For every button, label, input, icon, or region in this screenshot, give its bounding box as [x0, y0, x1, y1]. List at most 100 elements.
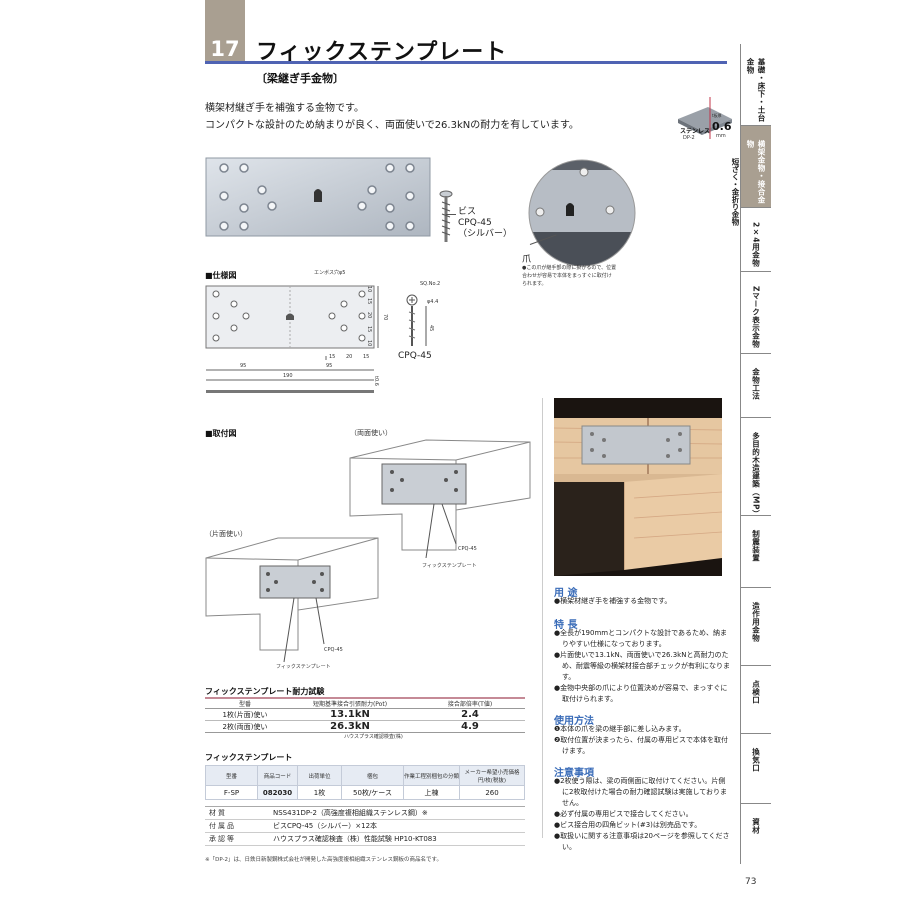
one-plate-label: フィックステンプレート	[276, 664, 331, 670]
method-heading: 使用方法	[554, 716, 594, 727]
installed-photo	[554, 398, 722, 576]
strength-table-title: フィックステンプレート耐力試験	[205, 687, 325, 696]
tab-inspection[interactable]: 点検口	[741, 666, 771, 734]
both-screw-label: CPQ-45	[458, 546, 477, 552]
screw-leader-line	[446, 214, 456, 215]
table-row: 1枚(片面)使い 13.1kN 2.4	[205, 708, 525, 721]
one-side-label: （片面使い）	[205, 530, 247, 538]
intro-line-1: 横架材継ぎ手を補強する金物です。	[205, 103, 364, 114]
page-number: 73	[745, 877, 757, 887]
claw-note: ●この爪が継手部の際に掛かるので、位置 合わせが容易で本体をまっすぐに取付け ら…	[522, 265, 617, 287]
one-screw-label: CPQ-45	[324, 647, 343, 653]
spec-drawing	[205, 285, 379, 393]
page-subtitle: 〔梁継ぎ手金物〕	[256, 72, 344, 85]
spec-row-accessory: 付属品 ビスCPQ-45（シルバー）×12本	[205, 820, 525, 833]
list-item: ●全長が190mmとコンパクトな設計であるため、納まりやすい仕様になっております…	[554, 629, 728, 648]
badge-grade: DP-2	[683, 135, 695, 141]
tab-beam-joint[interactable]: 横架金物・接合金物	[741, 126, 771, 208]
list-item: ●金物中央部の爪により位置決めが容易で、まっすぐに取付けられます。	[554, 684, 728, 703]
tab-fixture[interactable]: 造作用金物	[741, 588, 771, 666]
dim-v1: 10	[366, 286, 372, 293]
claw-label: 爪	[522, 255, 532, 265]
category-tabs: 基礎・床下・土台金物 横架金物・接合金物 2×4用金物 Zマーク表示金物 金物工…	[740, 44, 771, 864]
method-list: ❶本体の爪を梁の継手部に差し込みます。 ❷取付位置が決まったら、付属の専用ビスで…	[554, 724, 730, 757]
list-item: ●2枚使う際は、梁の両側面に取付けてください。片側に2枚取付けた場合の耐力確認試…	[554, 777, 728, 807]
dim-b: 20	[346, 354, 353, 360]
features-list: ●全長が190mmとコンパクトな設計であるため、納まりやすい仕様になっております…	[554, 628, 730, 705]
strength-header-ratio: 接合部倍率(T値)	[415, 698, 525, 709]
strength-table: 型番 短期基準接合引張耐力(Pot) 接合部倍率(T値) 1枚(片面)使い 13…	[205, 697, 525, 733]
table-row: F-SP 082030 1枚 50枚/ケース 上棟 260	[205, 785, 525, 800]
strength-header-force: 短期基準接合引張耐力(Pot)	[285, 698, 415, 709]
table-row: 2枚(両面)使い 26.3kN 4.9	[205, 721, 525, 733]
list-item: ●ビス接合用の四角ビット(#3)は別売品です。	[554, 821, 702, 829]
spec-list: 材質 NSS431DP-2（高強度複相組織ステンレス鋼）※ 付属品 ビスCPQ-…	[205, 806, 525, 846]
features-heading: 特 長	[554, 620, 578, 631]
screw-callout: ビス CPQ-45 （シルバー）	[458, 207, 513, 239]
badge-unit: mm	[716, 133, 726, 139]
list-item: ❷取付位置が決まったら、付属の専用ビスで本体を取付けます。	[554, 736, 728, 755]
dim-half-right: 95	[326, 363, 333, 369]
dim-v4: 15	[366, 326, 372, 333]
tab-foundation[interactable]: 基礎・床下・土台金物	[741, 44, 771, 126]
both-sides-label: （両面使い）	[350, 429, 392, 437]
one-side-drawing	[205, 537, 379, 663]
list-item: ●取扱いに関する注意事項は20ページを参照してください。	[554, 832, 730, 851]
install-drawing-label: ■取付図	[205, 429, 237, 438]
badge-caption: t板厚	[712, 113, 722, 118]
screw-spec: SQ.No.2	[420, 281, 441, 287]
tab-vent[interactable]: 換気口	[741, 734, 771, 804]
dim-v3: 20	[366, 312, 372, 319]
strength-table-note: ハウスプラス確認検査(株)	[344, 734, 403, 740]
tab-mp[interactable]: 多目的木造建築（MP）	[741, 418, 771, 518]
page-title: フィックステンプレート	[256, 40, 508, 65]
list-item: ❶本体の爪を梁の継手部に差し込みます。	[554, 725, 686, 733]
tab-damper[interactable]: 制震装置	[741, 516, 771, 588]
list-item: ●片面使いで13.1kN、両面使いで26.3kNと高耐力のため、耐震等級の横架材…	[554, 651, 730, 681]
claw-detail-image	[528, 159, 636, 267]
usage-text: ●横架材継ぎ手を補強する金物です。	[554, 597, 672, 605]
stainless-badge-icon	[678, 97, 732, 139]
cautions-heading: 注意事項	[554, 768, 594, 779]
dim-half-left: 95	[240, 363, 247, 369]
dim-v5: 10	[366, 340, 372, 347]
dim-c: 15	[363, 354, 370, 360]
dim-thickness: t0.6	[373, 376, 379, 386]
intro-line-2: コンパクトな設計のため納まりが良く、両面使いで26.3kNの耐力を有しています。	[205, 120, 579, 131]
product-table: 型番 商品コード 出荷単位 梱包 作業工程別梱包の分類 メーカー希望小売価格 円…	[205, 765, 525, 800]
strength-header-type: 型番	[205, 698, 285, 709]
dim-a: 15	[329, 354, 336, 360]
both-plate-label: フィックステンプレート	[422, 563, 477, 569]
badge-label: ステンレス	[680, 128, 711, 135]
screw-drawing-name: CPQ-45	[398, 351, 432, 361]
screw-image	[439, 190, 453, 242]
divider-line	[542, 398, 543, 838]
tab-materials[interactable]: 資材	[751, 818, 761, 834]
cautions-list: ●2枚使う際は、梁の両側面に取付けてください。片側に2枚取付けた場合の耐力確認試…	[554, 776, 730, 853]
chapter-number: 17	[210, 37, 240, 61]
title-rule	[205, 61, 727, 64]
both-sides-drawing	[349, 439, 531, 558]
screw-dia: φ4.4	[427, 299, 439, 305]
spec-drawing-label: ■仕様図	[205, 271, 237, 280]
footnote: ※「DP-2」は、日鉄日新製鋼株式会社が開発した高強度複相組織ステンレス鋼板の商…	[205, 857, 442, 863]
side-note: 短ざく・金折り金物	[731, 158, 740, 226]
tab-metal-method[interactable]: 金物工法	[741, 354, 771, 418]
screw-len: 45	[428, 325, 434, 332]
product-table-title: フィックステンプレート	[205, 753, 293, 762]
emboss-note: エンボス穴φ5	[314, 270, 346, 276]
dim-v2: 15	[366, 298, 372, 305]
product-plate-image	[205, 157, 431, 237]
tab-2x4[interactable]: 2×4用金物	[741, 208, 771, 272]
tab-z-mark[interactable]: Zマーク表示金物	[741, 272, 771, 354]
usage-heading: 用 途	[554, 588, 578, 599]
intro-text: 横架材継ぎ手を補強する金物です。 コンパクトな設計のため納まりが良く、両面使いで…	[205, 100, 579, 134]
list-item: ●必ず付属の専用ビスで接合してください。	[554, 810, 693, 818]
spec-row-approval: 承認等 ハウスプラス確認検査（株）性能試験 HP10-KT083	[205, 833, 525, 846]
dim-height: 70	[382, 314, 388, 321]
dim-total: 190	[283, 373, 293, 379]
badge-thickness: 0.6	[712, 120, 732, 133]
screw-drawing	[406, 294, 427, 346]
chapter-number-box: 17	[205, 0, 245, 63]
spec-row-material: 材質 NSS431DP-2（高強度複相組織ステンレス鋼）※	[205, 807, 525, 820]
